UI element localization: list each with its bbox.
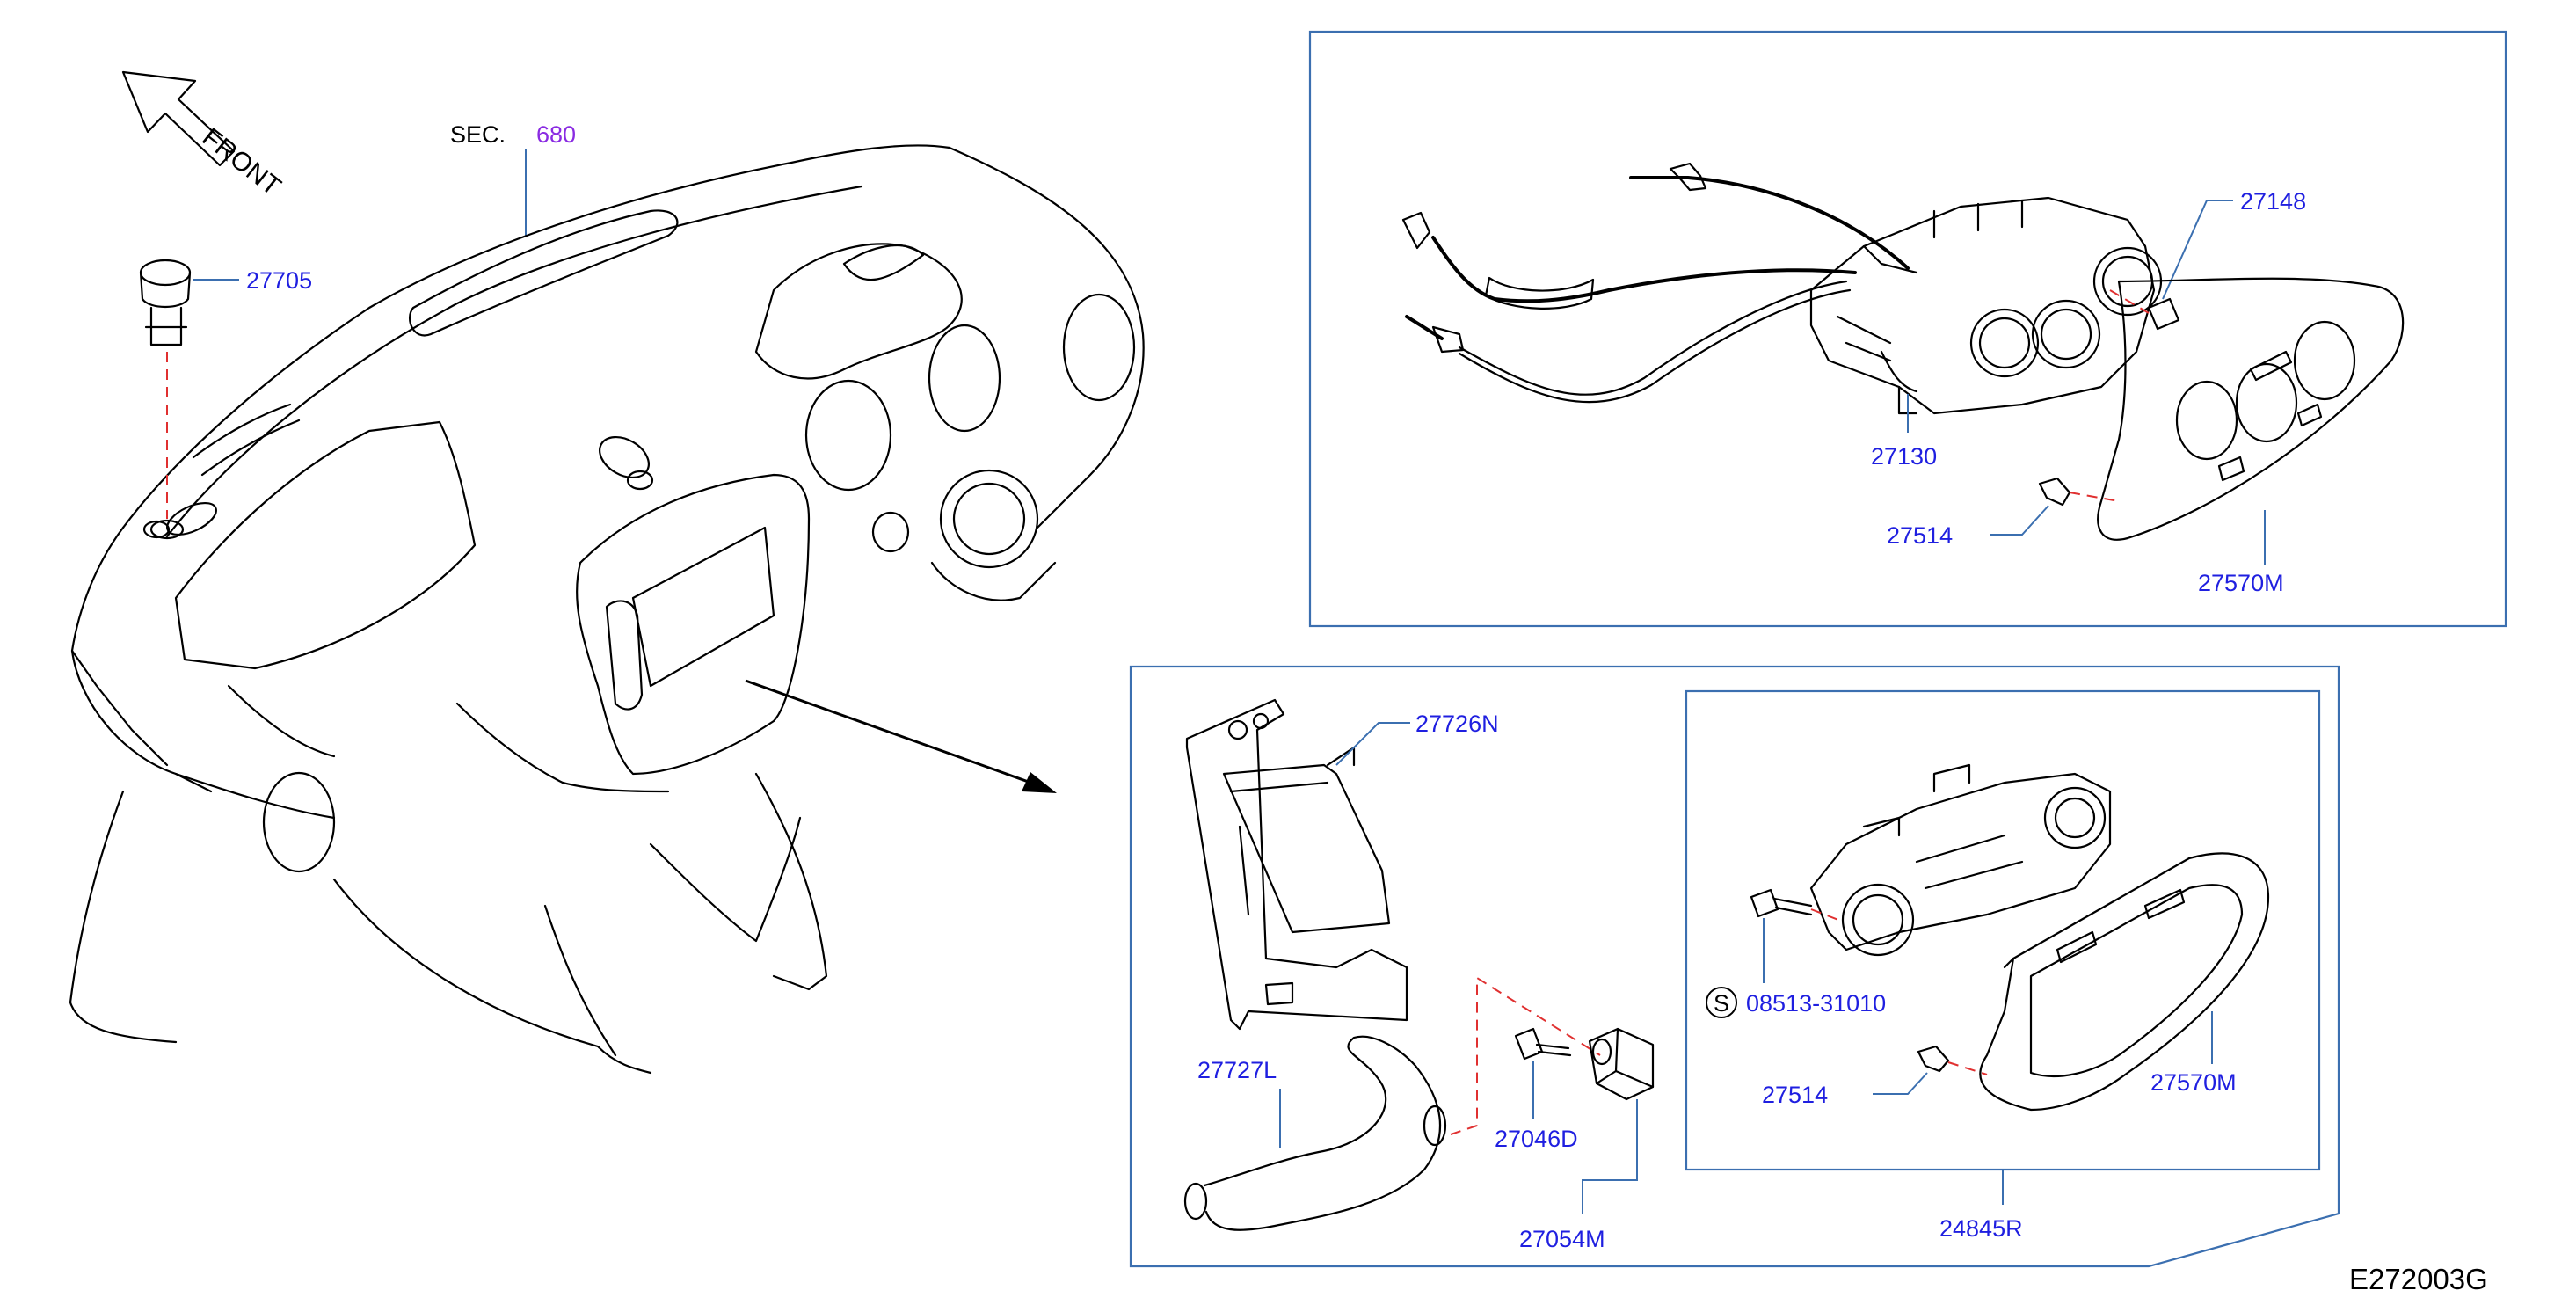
- part-number-27570m-top[interactable]: 27570M: [2198, 570, 2284, 596]
- part-number-24845r[interactable]: 24845R: [1939, 1215, 2023, 1242]
- control-cables-illustration: [1401, 162, 1910, 404]
- leader-27514-bottom: [1873, 1072, 1928, 1095]
- leader-27054m: [1582, 1099, 1638, 1214]
- leader-27726n: [1335, 722, 1410, 766]
- front-arrow-icon: [121, 70, 236, 167]
- part-27514-bottom-illustration: [1917, 1045, 1950, 1073]
- part-number-27054m[interactable]: 27054M: [1519, 1226, 1605, 1252]
- part-number-27514-top[interactable]: 27514: [1887, 522, 1953, 549]
- part-27514-top-illustration: [2038, 477, 2071, 507]
- phantom-line: [1947, 1061, 1988, 1075]
- part-number-27514-bottom[interactable]: 27514: [1762, 1082, 1828, 1108]
- part-number-27046d[interactable]: 27046D: [1495, 1126, 1578, 1152]
- part-24845r-control-unit-illustration: [1809, 763, 2112, 957]
- part-number-27705[interactable]: 27705: [246, 267, 312, 294]
- part-number-27570m-bottom[interactable]: 27570M: [2150, 1069, 2237, 1096]
- part-27054m-illustration: [1588, 1027, 1655, 1101]
- part-number-27727l[interactable]: 27727L: [1197, 1057, 1277, 1083]
- phantom-line: [2069, 492, 2120, 502]
- detail-frame-top: [1308, 30, 2507, 628]
- section-prefix: SEC.: [450, 121, 506, 148]
- leader-27148: [2162, 200, 2233, 300]
- part-27705-illustration: [139, 259, 192, 346]
- instrument-panel-illustration: [69, 144, 1145, 1075]
- leader-27514-top: [1990, 505, 2049, 536]
- part-27130-illustration: [1809, 196, 2163, 415]
- part-number-27726n[interactable]: 27726N: [1415, 711, 1499, 737]
- part-27570m-bottom-illustration: [1979, 852, 2270, 1112]
- front-label: FRONT: [197, 123, 287, 202]
- section-number-link[interactable]: 680: [536, 121, 576, 148]
- part-number-27148[interactable]: 27148: [2240, 188, 2306, 215]
- part-number-08513-31010[interactable]: 08513-31010: [1746, 990, 1886, 1017]
- part-27727l-illustration: [1183, 1035, 1447, 1231]
- part-number-27130[interactable]: 27130: [1871, 443, 1937, 470]
- part-27046d-illustration: [1514, 1027, 1572, 1061]
- phantom-line: [2109, 289, 2150, 314]
- standard-part-mark: S: [1714, 990, 1729, 1017]
- standard-part-mark-icon: [1706, 987, 1737, 1018]
- phantom-line: [1450, 976, 1601, 1135]
- part-27148-illustration: [2147, 297, 2180, 331]
- detail-frame-bottom: [1129, 665, 2340, 1268]
- part-27570m-top-illustration: [2097, 277, 2405, 541]
- drawing-code: E272003G: [2349, 1263, 2488, 1295]
- phantom-line: [1810, 908, 1844, 922]
- part-27726n-illustration: [1185, 698, 1408, 1031]
- part-08513-31010-illustration: [1750, 888, 1813, 918]
